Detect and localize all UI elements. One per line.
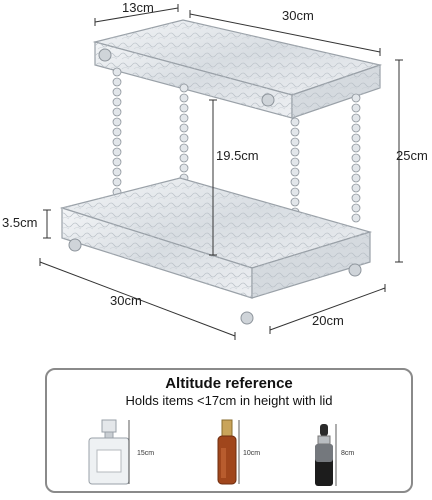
dimension-depth-bottom: 20cm (312, 313, 344, 328)
dimension-width-top: 30cm (282, 8, 314, 23)
dimension-width-bottom: 30cm (110, 293, 142, 308)
dimension-tray-height: 3.5cm (2, 215, 38, 230)
dimension-height-total: 25cm (396, 148, 428, 163)
dimension-shelf-gap: 19.5cm (216, 148, 259, 163)
perfume-bottle-icon (88, 419, 130, 485)
leg-back-left (112, 67, 122, 217)
perfume-height-label: 15cm (137, 450, 155, 457)
reference-title: Altitude reference (165, 375, 293, 392)
bottom-tray (59, 177, 373, 325)
serum-bottle-icon (217, 419, 240, 485)
dimension-depth-top: 13cm (122, 0, 154, 15)
dimension-lines (39, 4, 403, 340)
reference-subtitle: Holds items <17cm in height with lid (125, 393, 333, 408)
leg-front-right (351, 93, 361, 223)
dropper-bottle-icon (315, 424, 337, 486)
dropper-height-label: 8cm (341, 450, 355, 457)
top-shelf (92, 19, 383, 119)
altitude-reference-panel: Altitude reference Holds items <17cm in … (45, 368, 413, 493)
organizer-illustration (39, 4, 403, 340)
serum-height-label: 10cm (243, 450, 261, 457)
